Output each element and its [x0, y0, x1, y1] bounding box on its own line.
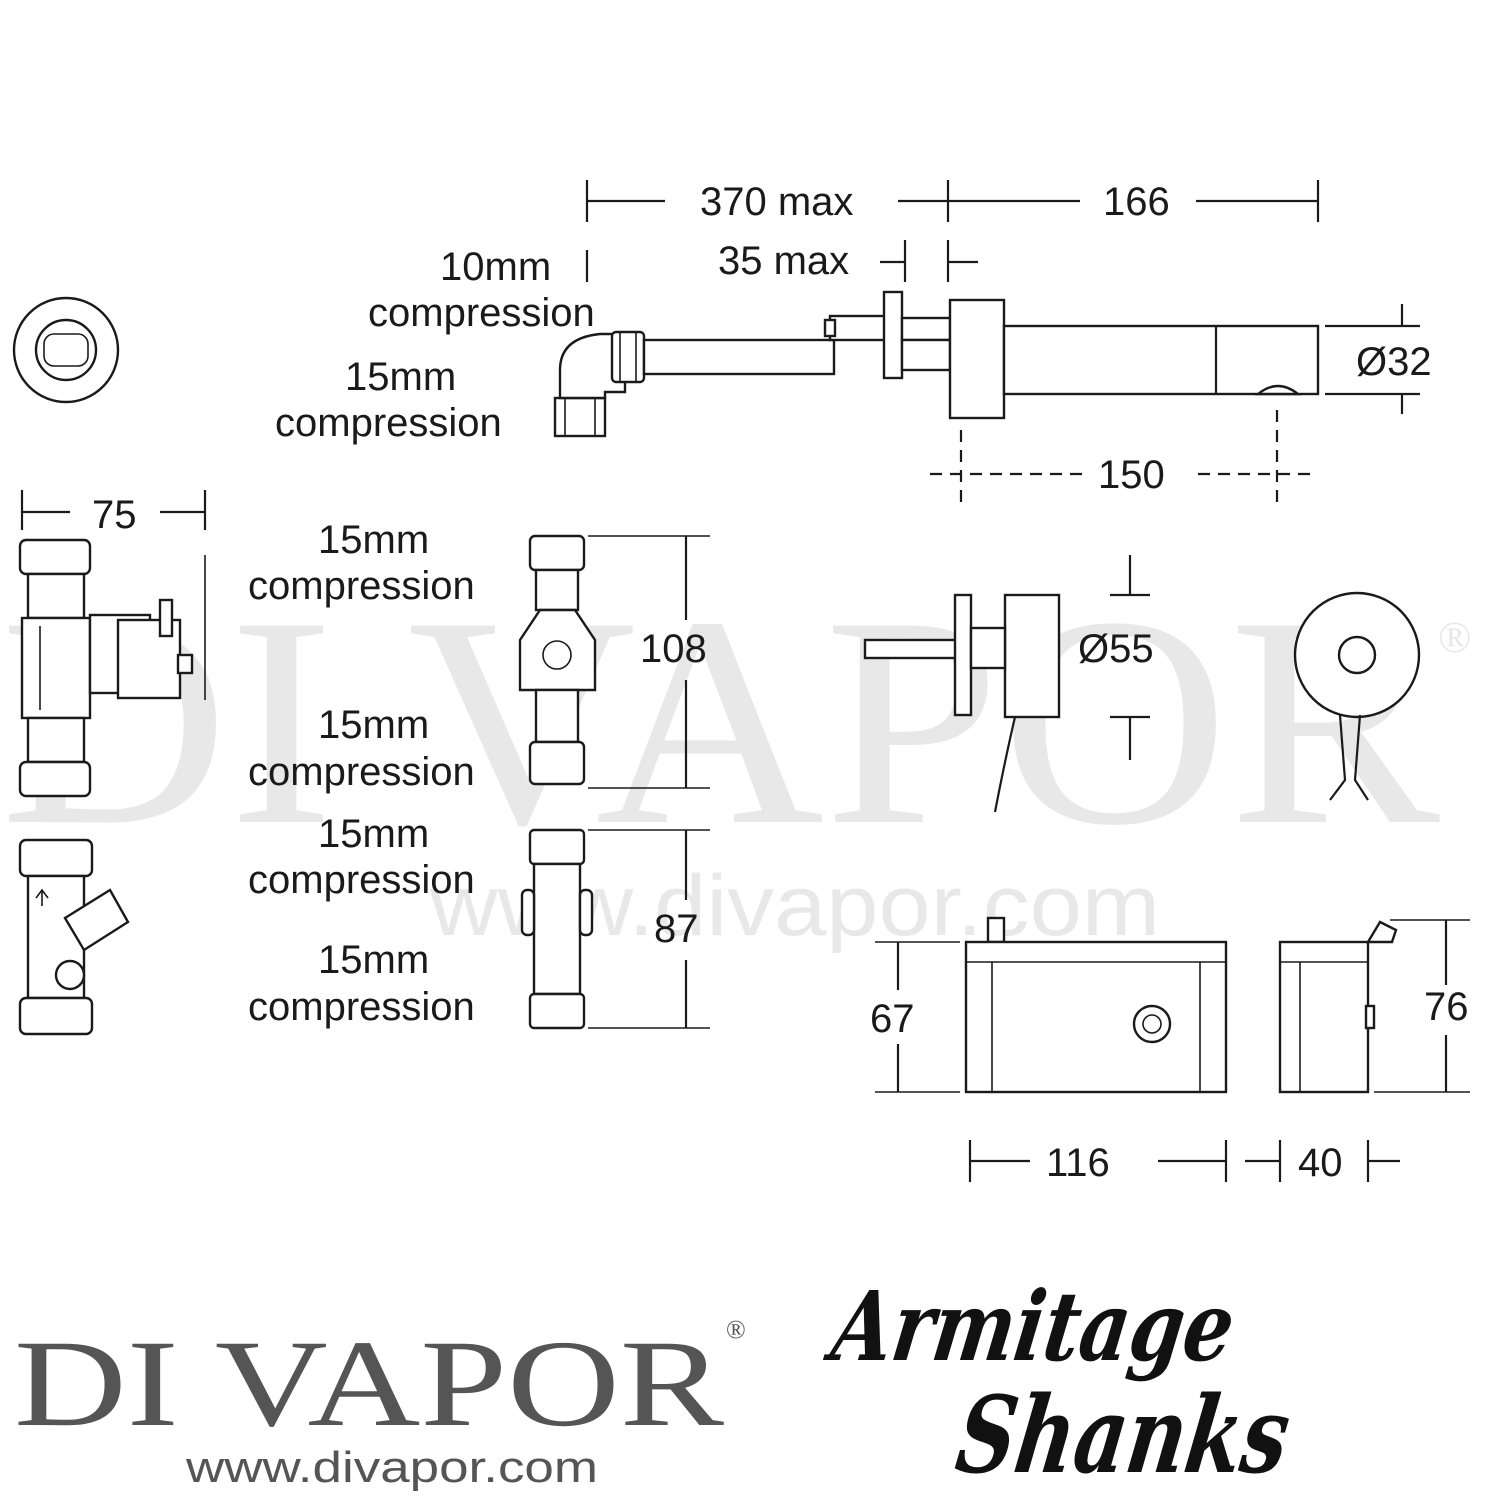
dim-87: 87 — [654, 907, 699, 951]
label-15mm: 15mm — [345, 355, 456, 399]
manufacturer-name-line2: Shanks — [949, 1373, 1296, 1497]
label-strainer-top-15mm: 15mm — [318, 812, 429, 856]
sensor-front-view — [1293, 591, 1421, 801]
check-valve-87: 15mm compression 15mm compression 87 — [248, 812, 710, 1030]
dim-150: 150 — [1098, 453, 1165, 497]
watermark-registered-mark: ® — [1438, 613, 1471, 662]
dim-35-max: 35 max — [718, 239, 849, 283]
label-bottom-compression: compression — [248, 750, 475, 794]
brand-registered-mark: ® — [726, 1315, 746, 1344]
spout-body — [1002, 324, 1320, 396]
isolating-valve-108: 15mm compression 15mm compression 108 — [248, 518, 710, 794]
dim-diameter-32: Ø32 — [1356, 340, 1432, 384]
dim-108: 108 — [640, 627, 707, 671]
brand-logo: DI VAPOR ® www.divapor.com — [14, 1315, 746, 1492]
label-top-compression: compression — [248, 564, 475, 608]
dim-166: 166 — [1103, 180, 1170, 224]
dim-370-max: 370 max — [700, 180, 853, 224]
label-strainer-bottom-15mm: 15mm — [318, 938, 429, 982]
manufacturer-name-line1: Armitage — [819, 1269, 1241, 1382]
supply-pipe — [642, 338, 836, 376]
armitage-shanks-logo: Armitage Shanks — [819, 1269, 1297, 1497]
watermark-text: DI VAPOR — [0, 555, 1442, 887]
label-15mm-compression: compression — [275, 401, 502, 445]
label-bottom-15mm: 15mm — [318, 703, 429, 747]
solenoid-valve: 75 — [18, 490, 207, 798]
dim-67: 67 — [870, 997, 915, 1041]
spout-flange — [948, 298, 1006, 420]
brand-url: www.divapor.com — [185, 1443, 598, 1492]
label-top-15mm: 15mm — [318, 518, 429, 562]
control-box: 67 76 116 40 — [870, 916, 1470, 1185]
dim-diameter-55: Ø55 — [1078, 627, 1154, 671]
watermark: DI VAPOR ® www.divapor.com — [0, 555, 1471, 954]
dim-75: 75 — [92, 493, 137, 537]
line-strainer — [18, 838, 130, 1036]
dim-116: 116 — [1046, 1141, 1110, 1185]
dim-76: 76 — [1424, 985, 1469, 1029]
sensor-side-view: Ø55 — [863, 555, 1154, 813]
wall-flange-front-view — [12, 296, 120, 404]
label-strainer-bottom-compression: compression — [248, 985, 475, 1029]
brand-name: DI VAPOR — [14, 1315, 724, 1452]
elbow-fitting — [553, 330, 646, 438]
label-10mm: 10mm — [440, 245, 551, 289]
label-strainer-top-compression: compression — [248, 858, 475, 902]
spout-assembly: 370 max 166 35 max 10mm compression 15mm… — [275, 180, 1432, 506]
dim-40: 40 — [1298, 1141, 1343, 1185]
label-10mm-compression: compression — [368, 291, 595, 335]
